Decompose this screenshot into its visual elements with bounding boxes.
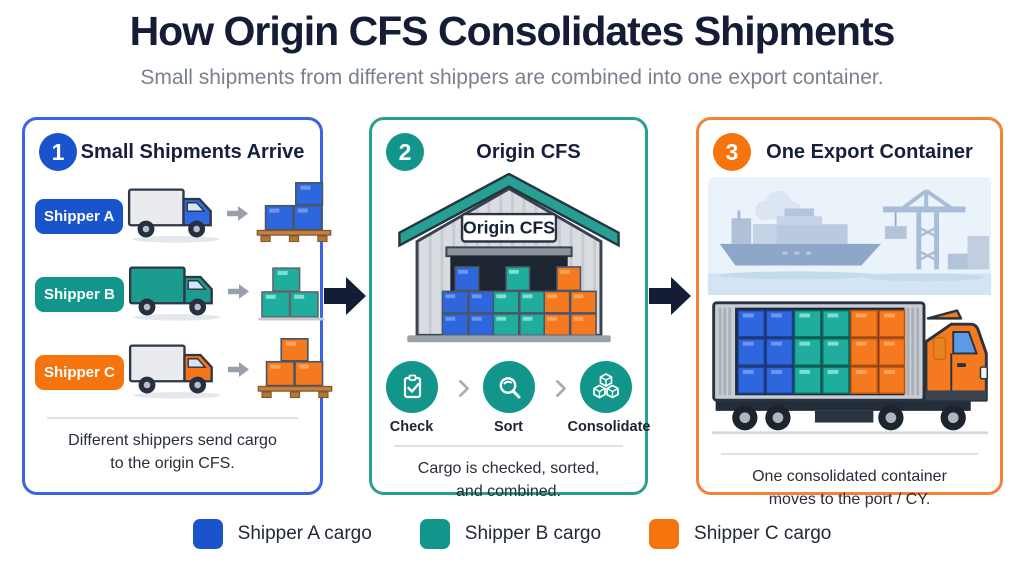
step-number-badge: 3 bbox=[713, 133, 751, 171]
clipboard-check-icon bbox=[385, 361, 438, 413]
panel3-divider bbox=[721, 453, 978, 455]
shipper-c-row: Shipper C bbox=[35, 337, 333, 405]
container-truck-illustration bbox=[699, 295, 1000, 443]
step-consolidate: Consolidate bbox=[568, 361, 650, 435]
shipper-b-color-swatch bbox=[419, 519, 450, 549]
step-number-badge: 2 bbox=[386, 133, 424, 171]
page-subtitle: Small shipments from different shippers … bbox=[140, 66, 884, 89]
step-check: Check bbox=[374, 361, 450, 435]
step-sort: Sort bbox=[471, 361, 547, 435]
panel2-header: 2 Origin CFS bbox=[386, 133, 633, 171]
legend-item-shipper-b: Shipper B cargo bbox=[419, 519, 601, 549]
panel3-caption: One consolidated container moves to the … bbox=[752, 468, 947, 509]
warehouse-sign-text: Origin CFS bbox=[463, 218, 555, 238]
port-scene-illustration bbox=[699, 177, 1000, 295]
shipper-c-pallet-icon bbox=[254, 337, 336, 408]
shipper-b-truck-icon bbox=[128, 262, 226, 327]
shipper-a-pallet-icon bbox=[253, 181, 335, 252]
panel2-title: Origin CFS bbox=[476, 140, 581, 163]
panel3-header: 3 One Export Container bbox=[713, 133, 988, 171]
panel-origin-cfs: 2 Origin CFS Origin CFS bbox=[369, 117, 650, 500]
right-arrow-icon bbox=[227, 360, 250, 384]
shipper-c-truck-icon bbox=[128, 340, 226, 405]
panel3-title: One Export Container bbox=[766, 140, 973, 163]
panel1-caption: Different shippers send cargo to the ori… bbox=[68, 432, 277, 473]
panel1-title: Small Shipments Arrive bbox=[80, 140, 305, 163]
port-crane-icon bbox=[882, 189, 990, 270]
magnifier-icon bbox=[482, 361, 535, 413]
shipper-c-color-swatch bbox=[649, 519, 680, 549]
cargo-ship-icon bbox=[719, 208, 881, 266]
shipper-rows: Shipper A bbox=[25, 181, 333, 405]
warehouse-illustration: Origin CFS bbox=[372, 173, 645, 353]
step-number-badge: 1 bbox=[39, 133, 77, 171]
legend: Shipper A cargo Shipper B cargo Shipper … bbox=[0, 519, 1024, 549]
panel1-header: 1 Small Shipments Arrive bbox=[39, 133, 308, 171]
shipper-a-badge: Shipper A bbox=[35, 198, 124, 234]
cubes-icon bbox=[579, 361, 632, 413]
right-arrow-icon bbox=[227, 204, 249, 228]
wheels bbox=[731, 405, 966, 431]
process-steps: Check Sort bbox=[372, 361, 650, 435]
truck-cab bbox=[923, 309, 988, 402]
legend-item-shipper-c: Shipper C cargo bbox=[649, 519, 831, 549]
shipper-c-badge: Shipper C bbox=[35, 354, 124, 390]
right-arrow-icon bbox=[227, 282, 250, 306]
shipper-b-boxes-icon bbox=[254, 259, 336, 330]
shipper-b-row: Shipper B bbox=[35, 261, 325, 327]
chevron-right-icon bbox=[547, 379, 567, 398]
shipper-a-color-swatch bbox=[192, 519, 223, 549]
panel-one-export-container: 3 One Export Container bbox=[696, 117, 1003, 508]
legend-item-shipper-a: Shipper A cargo bbox=[192, 519, 372, 549]
shipper-b-badge: Shipper B bbox=[35, 276, 124, 312]
panel1-divider bbox=[47, 417, 298, 419]
flow-arrow-icon bbox=[324, 275, 366, 322]
shipper-a-row: Shipper A bbox=[35, 181, 332, 249]
page-title: How Origin CFS Consolidates Shipments bbox=[129, 8, 896, 54]
panel-small-shipments-arrive: 1 Small Shipments Arrive Shipper A bbox=[22, 117, 333, 495]
flow-arrow-icon bbox=[649, 275, 691, 322]
chevron-right-icon bbox=[450, 379, 470, 398]
panel2-caption: Cargo is checked, sorted, and combined. bbox=[417, 460, 600, 501]
panel2-divider bbox=[394, 445, 623, 447]
shipper-a-truck-icon bbox=[127, 184, 225, 249]
